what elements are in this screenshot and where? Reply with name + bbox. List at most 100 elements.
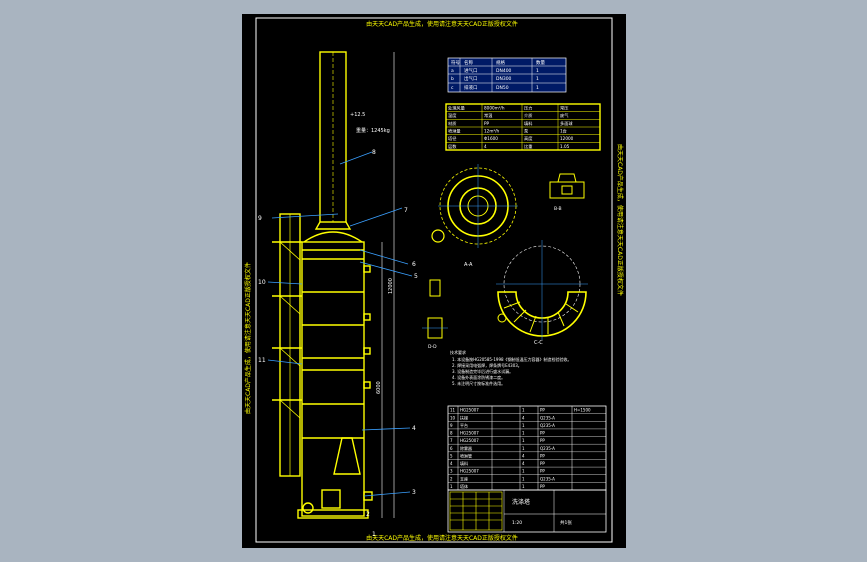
parts-cell: HG25007 [460,438,479,443]
detail-flange [561,185,573,195]
section-dd-label: D-D [428,344,437,350]
nozzle-cell: 1 [536,85,539,91]
tower-elevation [272,51,373,519]
tech-notes: 技术要求 1. 本设备按HG20585-1998《钢制低温压力容器》制造检验验收… [450,349,572,386]
parts-cell: PP [540,408,545,413]
parts-cell: 除雾器 [460,445,472,451]
tech-cell: 4 [484,144,487,149]
detail-part [429,279,441,297]
section-bb-label: B-B [554,206,562,212]
note-line: 3. 设备制造完毕后进行盛水试漏。 [452,368,513,374]
small-nozzle [497,313,507,323]
parts-cell: PP [540,484,545,489]
drain-port [302,502,314,514]
tech-cell: 高度 [524,135,533,142]
parts-cell: 1 [522,469,525,474]
parts-cell: 7 [450,438,453,443]
section-aa-view: A-A [431,164,518,268]
callout: 3 [412,489,416,496]
leader [339,151,373,165]
tech-cell: 温度 [448,112,457,119]
nozzle-cell: 1 [536,68,539,74]
nozzle-table: 符号 名称 规格 数量 a 进气口 DN400 1 b 出气口 DN300 1 … [447,57,567,93]
nozzle-cell: 出气口 [464,75,478,82]
parts-cell: 4 [522,461,525,466]
vane-set [503,301,579,334]
vane [557,311,565,327]
left-note: 由天天CAD产品生成，使用请注意天天CAD正版授权文件 [244,262,252,414]
leader [267,281,303,285]
parts-cell: 1 [522,408,525,413]
callout-group: 9 10 11 6 5 4 3 2 1 7 8 [258,149,418,538]
nozzle-cell: DN50 [496,85,509,91]
callout: 7 [404,207,408,214]
leader [361,427,411,431]
parts-cell: 4 [522,415,525,420]
nozzle-circle [431,229,445,243]
tech-cell: 处理风量 [448,105,465,112]
leader [267,359,303,365]
parts-cell: 4 [450,461,453,466]
tech-cell: 塔径 [448,135,456,142]
vane [503,301,521,309]
parts-cell: H=1500 [574,408,591,413]
callout: 5 [414,273,418,280]
vane [529,315,537,333]
parts-cell: 8 [450,431,453,436]
leader-lines [267,151,413,497]
tower-shell [301,241,365,517]
parts-cell: 6 [450,446,453,451]
brace-lines [279,241,301,419]
nozzle [363,381,371,389]
parts-cell: Q235-A [540,423,555,428]
parts-cell: Q235-A [540,476,555,481]
tech-cell: 12m³/h [484,129,499,134]
parts-cell: HG25007 [460,408,479,413]
drawing-scale: 1:20 [512,520,522,526]
drawing-border [255,17,613,543]
bottom-note: 由天天CAD产品生成，使用请注意天天CAD正版授权文件 [366,534,518,542]
dim-lower-label: 6000 [376,381,382,394]
parts-cell: 1 [522,423,525,428]
parts-cell: 1 [522,446,525,451]
nozzle-cell: 进气口 [464,67,478,74]
tech-cell: 介质 [524,112,532,119]
tech-cell: 比重 [524,143,532,150]
drawing-sheet: 由天天CAD产品生成，使用请注意天天CAD正版授权文件 由天天CAD产品生成，使… [242,14,626,548]
parts-cell: 填料 [460,460,468,466]
parts-cell: PP [540,461,545,466]
callout: 8 [372,149,376,156]
tower-base [297,509,369,519]
parts-cell: 塔体 [460,483,468,489]
tech-cell: 常温 [484,112,493,119]
parts-cell: 1 [522,476,525,481]
tech-cell: 1.05 [560,144,570,149]
title-block-frame [447,489,607,533]
parts-cell: 喷淋管 [460,452,472,458]
right-note: 由天天CAD产品生成，使用请注意天天CAD正版授权文件 [616,144,624,296]
tech-cell: Φ1600 [484,136,498,141]
tech-cell: PP [484,121,490,126]
tech-cell: 填料 [524,120,533,127]
tech-cell: 喷淋量 [448,128,461,135]
parts-cell: 1 [522,484,525,489]
nozzle [363,313,371,321]
note-line: 2. 焊接采用电弧焊，焊条牌号E4303。 [452,362,522,368]
dimension-group: 12000 6000 +12.5 重量：1245kg [350,52,395,518]
nozzle-cell: a [451,69,454,74]
section-aa-label: A-A [464,262,473,268]
tech-cell: 废气 [560,112,569,119]
parts-cell: 5 [450,453,453,458]
notes-title: 技术要求 [450,349,466,355]
hopper [333,437,361,475]
elev-top-label: +12.5 [350,112,365,118]
tech-cell: 泵 [524,129,528,134]
detail-view: B-B [549,173,585,212]
stack-transition [314,221,352,230]
parts-cell: 11 [450,408,456,413]
callout: 10 [258,279,266,286]
parts-cell: 9 [450,423,453,428]
parts-cell: HG25007 [460,431,479,436]
